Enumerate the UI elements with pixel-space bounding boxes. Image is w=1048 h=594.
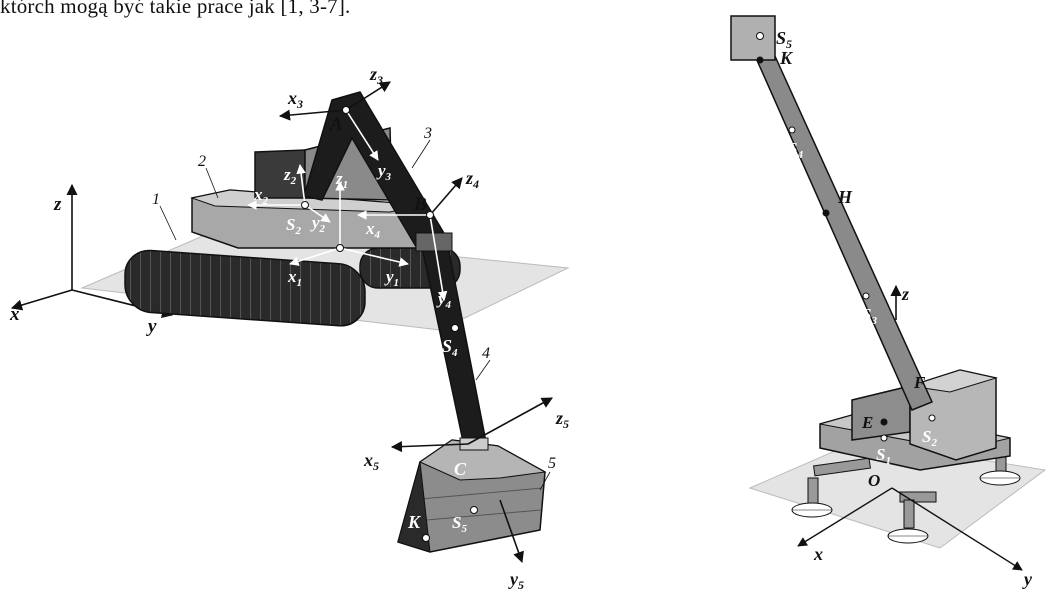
excavator-mass-centers: S2 S4 S5 [286, 215, 467, 535]
crane-center-s2: S2 [922, 427, 937, 449]
label-y3: y3 [376, 161, 392, 183]
excavator-local-frames [247, 81, 553, 564]
crane-axis-x: x [813, 544, 823, 564]
label-x4: x4 [365, 219, 381, 241]
crane-axis-z: z [901, 284, 909, 304]
label-z3: z3 [369, 64, 383, 87]
label-z5: z5 [555, 408, 569, 431]
excavator-point-B: B [413, 194, 427, 215]
crane-mass-centers: S5 S4 S3 S2 S1 [776, 28, 937, 467]
label-y2: y2 [310, 213, 326, 235]
crane-center-s3: S3 [862, 305, 877, 327]
excavator-part-numbers: 1 2 3 4 5 [152, 125, 556, 491]
excavator-points: A B C K [301, 106, 478, 542]
label-y1: y1 [384, 267, 399, 289]
excavator-figure: z x y [9, 64, 570, 592]
label-z2: z2 [283, 165, 297, 187]
crane-center-s5: S5 [776, 28, 792, 51]
excavator-point-K: K [407, 512, 422, 532]
crane-point-E: E [861, 413, 873, 432]
excavator-axis-y: y [146, 316, 157, 337]
excavator-center-s2: S2 [286, 215, 301, 237]
label-x3: x3 [287, 88, 303, 111]
label-z4: z4 [465, 168, 479, 191]
excavator-global-axes: z x y [9, 183, 174, 337]
crane-boom [754, 53, 934, 411]
excavator-center-s4: S4 [442, 336, 458, 359]
crane-point-H: H [837, 187, 853, 207]
part-number-2: 2 [198, 153, 206, 170]
label-y5: y5 [508, 569, 524, 592]
excavator-point-A: A [329, 114, 343, 135]
excavator-axis-z: z [53, 194, 62, 215]
excavator-bucket [397, 437, 547, 553]
crane-point-K: K [779, 48, 794, 68]
part-number-3: 3 [423, 125, 432, 142]
caption-text: którch mogą być takie prace jak [1, 3-7]… [0, 0, 351, 18]
crane-points: K H F E O [756, 32, 936, 490]
excavator-axis-x: x [9, 304, 20, 325]
crane-outriggers [791, 443, 1021, 544]
crane-figure: z x y K H F E O S5 [730, 15, 1047, 589]
label-z1: z1 [335, 169, 348, 191]
crane-point-F: F [913, 373, 926, 392]
excavator-point-C: C [454, 459, 467, 479]
crane-center-s1: S1 [876, 445, 891, 467]
part-number-1: 1 [152, 191, 160, 208]
part-number-5: 5 [548, 455, 556, 472]
crane-center-s4: S4 [788, 139, 803, 161]
crane-boom-head [730, 15, 776, 61]
crane-axes: z x y [797, 284, 1033, 589]
label-x5: x5 [363, 450, 379, 473]
crane-axis-y: y [1022, 569, 1033, 589]
excavator-boom [303, 91, 450, 251]
label-x1: x1 [287, 267, 302, 289]
label-x2: x2 [253, 185, 269, 207]
label-y4: y4 [436, 289, 452, 311]
part-number-4: 4 [482, 345, 490, 362]
crane-point-O: O [868, 471, 880, 490]
excavator-center-s5: S5 [452, 513, 467, 535]
crane-base [819, 369, 1011, 471]
excavator-frame-labels: x3 z3 y3 z4 x4 y4 x2 z2 y2 z1 x1 y1 z5 x… [253, 64, 569, 592]
